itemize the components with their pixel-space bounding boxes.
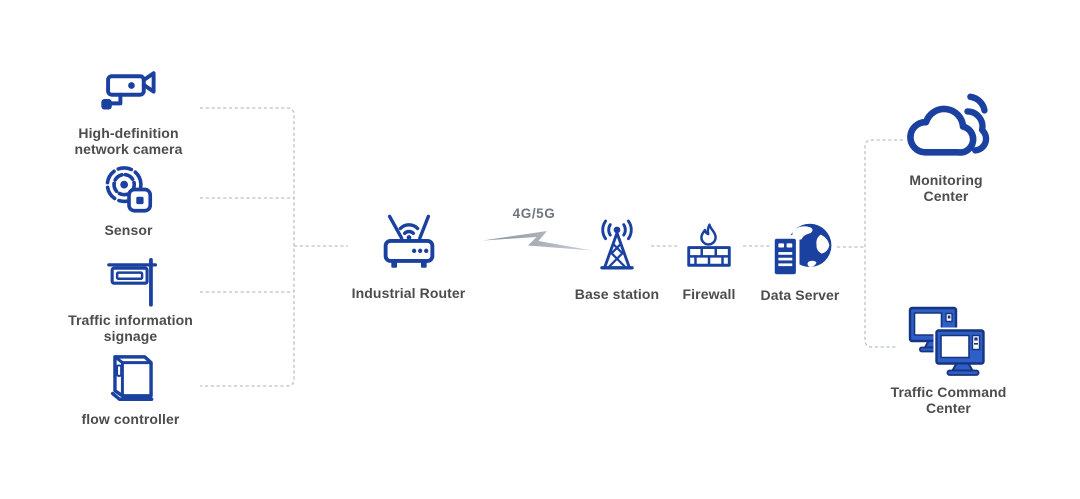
flow-controller-icon	[101, 350, 161, 405]
node-label: flow controller	[81, 411, 180, 427]
node-label: Traffic information signage	[68, 312, 193, 345]
cloud-signal-icon	[899, 90, 993, 166]
sensor-icon	[102, 164, 156, 215]
dual-monitors-icon	[905, 302, 993, 382]
link-4g5g-label: 4G/5G	[512, 206, 556, 221]
node-label: Base station	[574, 286, 660, 302]
node-label: Monitoring Center	[909, 172, 983, 205]
node-firewall: Firewall	[650, 222, 768, 302]
node-label: Data Server	[760, 287, 840, 303]
node-monitoring-center: Monitoring Center	[858, 90, 1034, 204]
node-label: Firewall	[682, 286, 736, 302]
router-icon	[377, 213, 441, 270]
node-label: High-definition network camera	[74, 125, 183, 158]
node-data-server: Data Server	[734, 220, 866, 303]
cctv-camera-icon	[97, 70, 161, 117]
node-traffic-information-signage: Traffic information signage	[38, 256, 223, 344]
node-label: Sensor	[104, 222, 153, 238]
node-traffic-command-center: Traffic Command Center	[856, 302, 1041, 416]
node-label: Industrial Router	[351, 285, 466, 301]
traffic-signage-icon	[103, 256, 159, 307]
node-flow-controller: flow controller	[38, 350, 223, 427]
node-sensor: Sensor	[36, 164, 221, 238]
node-hd-network-camera: High-definition network camera	[36, 70, 221, 157]
base-station-icon	[590, 219, 644, 273]
node-base-station: Base station	[543, 219, 691, 302]
node-label: Traffic Command Center	[890, 384, 1007, 417]
data-server-globe-icon	[766, 220, 834, 278]
firewall-icon	[683, 222, 735, 270]
node-industrial-router: Industrial Router	[326, 213, 491, 301]
